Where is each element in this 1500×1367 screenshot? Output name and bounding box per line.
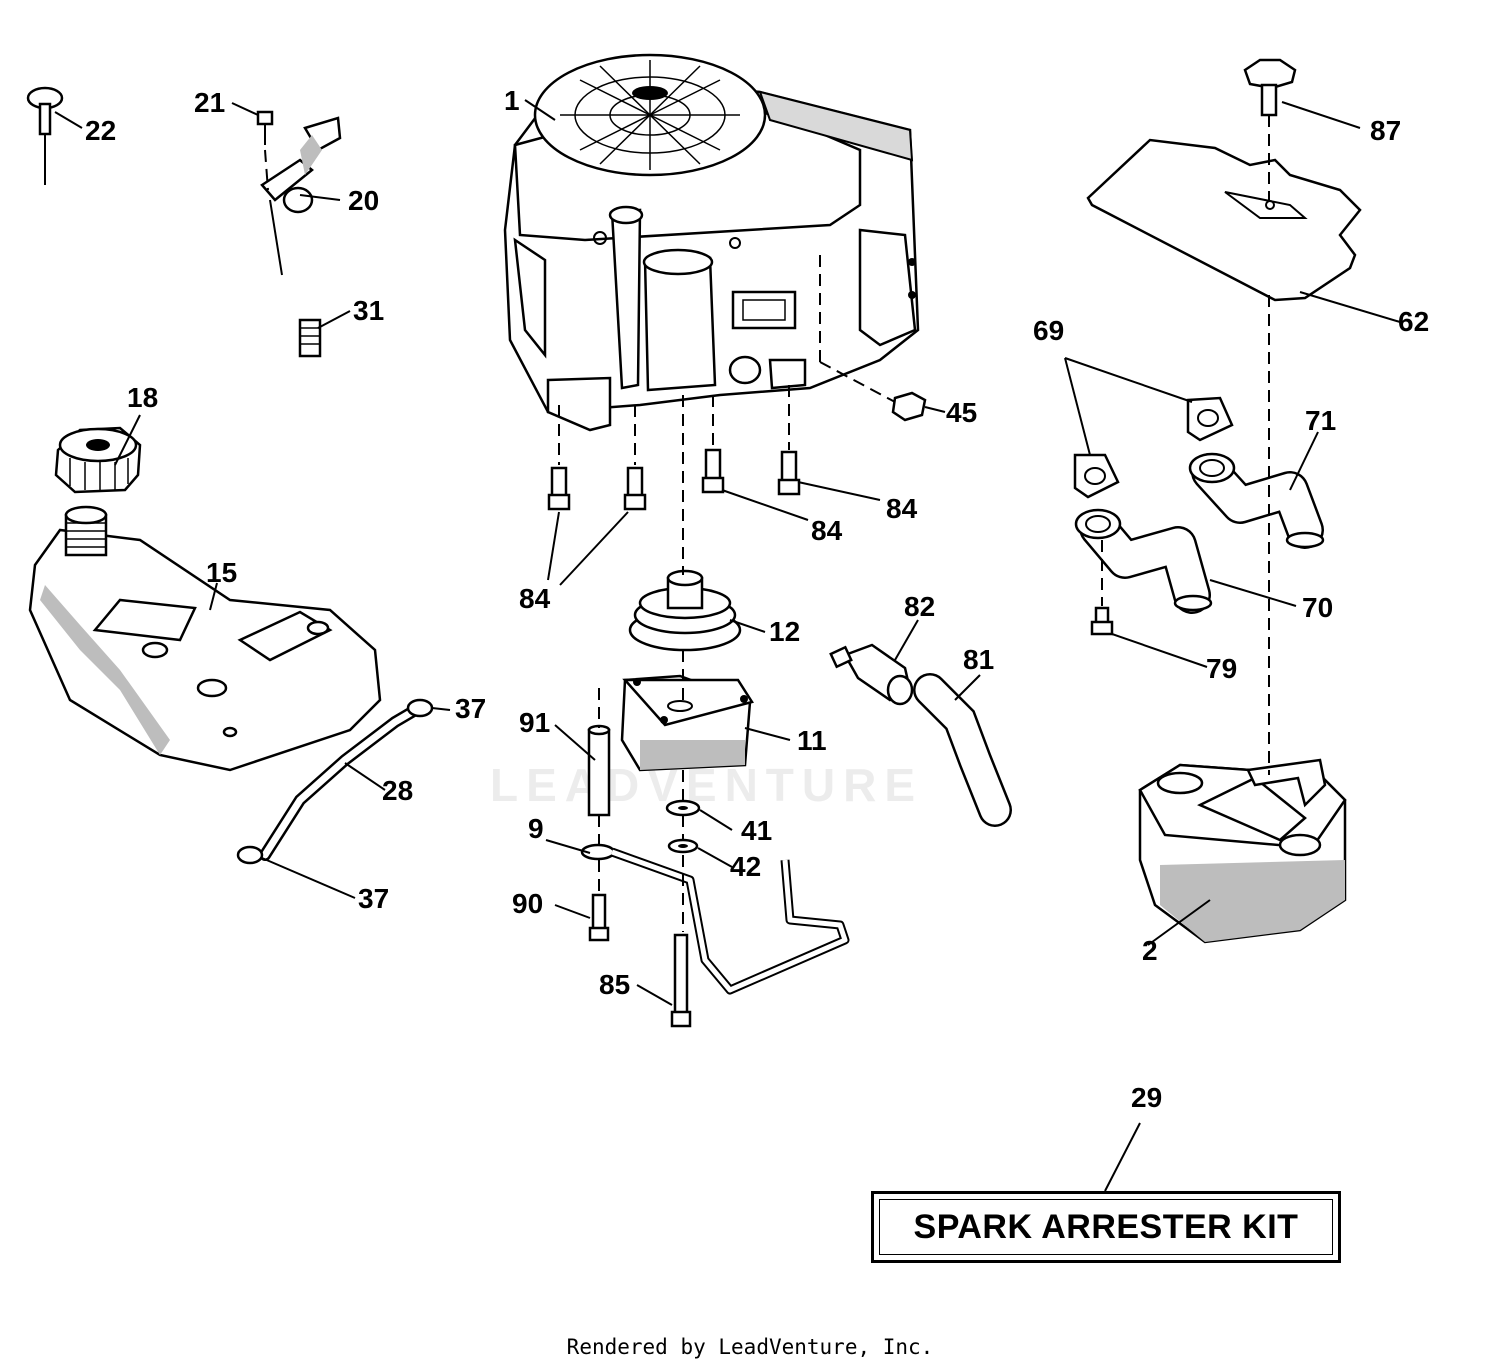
hose-part-81[interactable] bbox=[913, 673, 1012, 827]
pto-clutch-part-11[interactable] bbox=[620, 674, 754, 772]
callout-91: 91 bbox=[519, 707, 550, 738]
callout-90: 90 bbox=[512, 888, 543, 919]
washer-part-42[interactable] bbox=[667, 838, 699, 854]
callout-81: 81 bbox=[963, 644, 994, 675]
engine-part-1[interactable] bbox=[503, 53, 920, 432]
callout-71: 71 bbox=[1305, 405, 1336, 436]
spacer-part-91[interactable] bbox=[587, 724, 611, 817]
bolt-part-90[interactable] bbox=[588, 893, 610, 942]
bolt-part-87[interactable] bbox=[1243, 58, 1297, 117]
callout-20: 20 bbox=[348, 185, 379, 216]
callout-70: 70 bbox=[1302, 592, 1333, 623]
bolt-part-84-a[interactable] bbox=[547, 466, 571, 511]
callout-84-b: 84 bbox=[811, 515, 843, 546]
callout-21: 21 bbox=[194, 87, 225, 118]
fuel-tank-part-15[interactable] bbox=[28, 505, 382, 772]
bolt-part-84-b[interactable] bbox=[623, 466, 647, 511]
callout-45: 45 bbox=[946, 397, 977, 428]
callout-11: 11 bbox=[797, 725, 827, 756]
callout-79: 79 bbox=[1206, 653, 1237, 684]
leader-lines bbox=[54, 99, 1401, 1192]
callout-87: 87 bbox=[1370, 115, 1401, 146]
callout-85: 85 bbox=[599, 969, 630, 1000]
callout-41: 41 bbox=[741, 815, 772, 846]
spark-arrester-kit-label: SPARK ARRESTER KIT bbox=[913, 1207, 1299, 1246]
washer-part-41[interactable] bbox=[665, 799, 701, 817]
primer-part-22[interactable] bbox=[26, 86, 64, 185]
callout-9: 9 bbox=[528, 813, 544, 844]
heat-shield-part-62[interactable] bbox=[1086, 138, 1362, 302]
callout-numbers: 1 2 9 11 12 15 18 20 21 22 28 29 31 37 3… bbox=[85, 85, 1429, 1113]
callout-15: 15 bbox=[206, 557, 237, 588]
callout-1: 1 bbox=[504, 85, 520, 116]
nut-part-45[interactable] bbox=[891, 391, 927, 422]
callout-12: 12 bbox=[769, 616, 800, 647]
callout-37-lower: 37 bbox=[358, 883, 389, 914]
spark-arrester-kit-box[interactable]: SPARK ARRESTER KIT bbox=[871, 1191, 1341, 1263]
callout-42: 42 bbox=[730, 851, 761, 882]
muffler-part-2[interactable] bbox=[1138, 758, 1347, 944]
fitting-part-82[interactable] bbox=[829, 643, 914, 706]
bolt-part-84-d[interactable] bbox=[777, 450, 801, 496]
callout-37-upper: 37 bbox=[455, 693, 486, 724]
bolt-part-84-c[interactable] bbox=[701, 448, 725, 494]
fuel-line-part-28[interactable] bbox=[259, 706, 418, 861]
callout-82: 82 bbox=[904, 591, 935, 622]
gasket-part-69-a[interactable] bbox=[1186, 396, 1234, 442]
callout-29: 29 bbox=[1131, 1082, 1162, 1113]
gasket-part-69-b[interactable] bbox=[1073, 453, 1120, 499]
exhaust-pipe-part-70[interactable] bbox=[1074, 508, 1213, 614]
callout-18: 18 bbox=[127, 382, 158, 413]
bolt-part-85[interactable] bbox=[670, 933, 692, 1028]
bolt-part-21[interactable] bbox=[256, 110, 274, 145]
callout-22: 22 bbox=[85, 115, 116, 146]
exhaust-pipe-part-71[interactable] bbox=[1188, 452, 1325, 549]
callout-62: 62 bbox=[1398, 306, 1429, 337]
footer-credit: Rendered by LeadVenture, Inc. bbox=[566, 1335, 934, 1359]
throttle-control-part-20[interactable] bbox=[260, 116, 342, 276]
callout-84-c: 84 bbox=[886, 493, 918, 524]
bolt-part-79[interactable] bbox=[1090, 606, 1114, 636]
assembly-lines bbox=[558, 115, 1270, 932]
fuel-cap-part-18[interactable] bbox=[54, 426, 142, 494]
nut-part-31[interactable] bbox=[298, 318, 322, 358]
callout-69: 69 bbox=[1033, 315, 1064, 346]
clamp-part-37-lower[interactable] bbox=[236, 845, 264, 865]
callout-2: 2 bbox=[1142, 935, 1158, 966]
bracket-part-9[interactable] bbox=[580, 843, 850, 995]
callout-28: 28 bbox=[382, 775, 413, 806]
pulley-part-12[interactable] bbox=[628, 569, 742, 652]
callout-31: 31 bbox=[353, 295, 384, 326]
callout-84-a: 84 bbox=[519, 583, 551, 614]
clamp-part-37-upper[interactable] bbox=[406, 698, 434, 718]
